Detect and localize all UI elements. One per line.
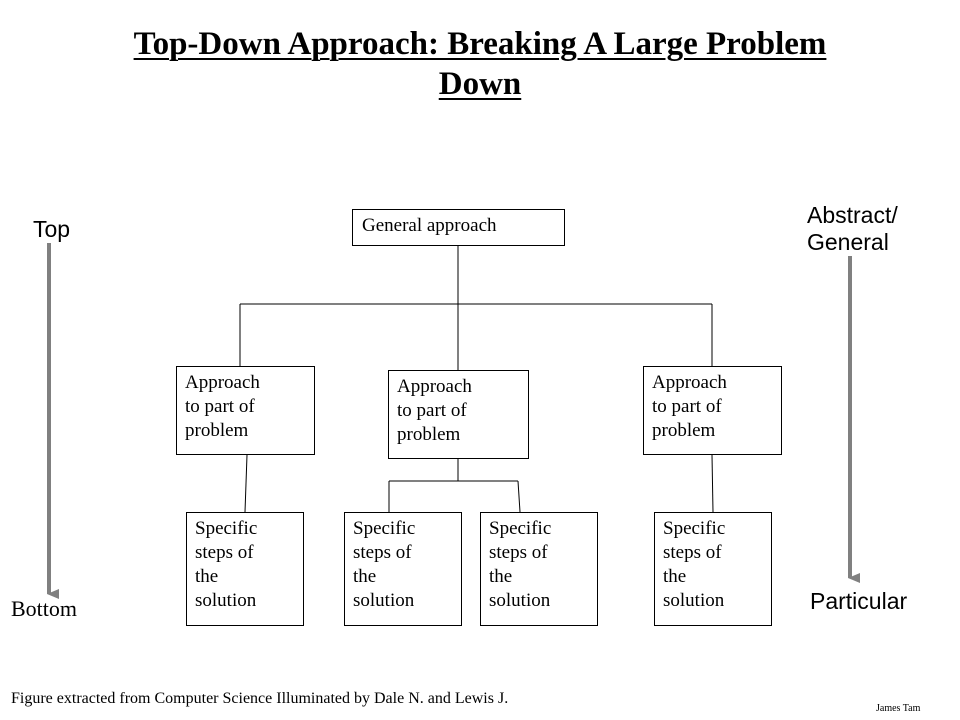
general-approach-box: General approach: [352, 209, 565, 246]
connector-part1-step1: [244, 454, 248, 513]
top-label: Top: [33, 216, 71, 242]
part-approach-box-3: Approach to part of problem: [643, 366, 782, 455]
specific-steps-box-4: Specific steps of the solution: [654, 512, 772, 626]
abstract-general-label: Abstract/ General: [807, 202, 898, 255]
title-line-1: Top-Down Approach: Breaking A Large Prob…: [133, 26, 827, 62]
author-credit: James Tam: [876, 703, 921, 714]
bottom-label: Bottom: [11, 596, 78, 621]
specific-steps-box-2: Specific steps of the solution: [344, 512, 462, 626]
page-title: Top-Down Approach: Breaking A Large Prob…: [0, 24, 960, 104]
connector-part2-step3: [517, 480, 521, 513]
specific-steps-box-3: Specific steps of the solution: [480, 512, 598, 626]
part-approach-box-2: Approach to part of problem: [388, 370, 529, 459]
title-line-2: Down: [438, 66, 522, 102]
connector-part3-step4: [711, 454, 714, 513]
particular-label: Particular: [810, 588, 908, 614]
specific-steps-box-1: Specific steps of the solution: [186, 512, 304, 626]
part-approach-box-1: Approach to part of problem: [176, 366, 315, 455]
figure-source-caption: Figure extracted from Computer Science I…: [11, 690, 509, 707]
